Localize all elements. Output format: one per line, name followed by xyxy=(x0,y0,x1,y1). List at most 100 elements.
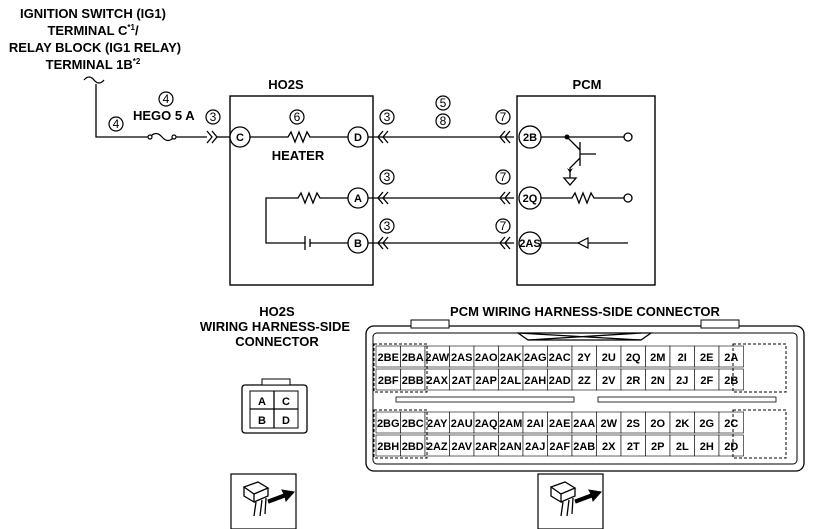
pcm-heater-node xyxy=(623,132,633,142)
pcm-terminal-2as: 2AS xyxy=(518,231,542,255)
pcm-pin-label: 2E xyxy=(700,352,713,364)
pcm-pin-label: 2AD xyxy=(549,375,571,387)
svg-text:8: 8 xyxy=(440,114,447,128)
pcm-pin-label: 2AM xyxy=(499,418,522,430)
pcm-pin-label: 2W xyxy=(601,418,618,430)
ho2s-connector-title-3: CONNECTOR xyxy=(235,334,319,349)
pcm-pin-label: 2V xyxy=(602,375,616,387)
pcm-input-resistor-icon xyxy=(541,191,624,205)
connector-view-icon xyxy=(230,473,297,529)
svg-text:3: 3 xyxy=(384,219,391,233)
pcm-pin-label: 2R xyxy=(626,375,640,387)
pcm-cell-box xyxy=(718,411,744,434)
ho2s-terminal-c: C xyxy=(229,126,251,148)
pcm-pin-label: 2AV xyxy=(451,441,472,453)
sensor-resistor-icon xyxy=(265,191,348,244)
ho2s-connector: HO2S WIRING HARNESS-SIDE CONNECTOR A C B… xyxy=(200,304,351,434)
svg-text:7: 7 xyxy=(500,219,507,233)
pcm-box xyxy=(516,95,656,286)
pcm-pin-label: 2Y xyxy=(578,352,592,364)
pcm-pin-label: 2BF xyxy=(378,375,399,387)
connector-chevron-c xyxy=(206,130,218,144)
ho2s-connector-title-1: HO2S xyxy=(259,304,295,319)
pcm-title: PCM xyxy=(573,77,602,92)
ho2s-terminal-a: A xyxy=(347,187,369,209)
connector-chevron-a xyxy=(377,191,389,205)
pcm-pin-label: 2AG xyxy=(524,352,547,364)
heater-label: HEATER xyxy=(272,148,325,163)
pcm-pin-label: 2AB xyxy=(573,441,595,453)
pcm-pin-label: 2S xyxy=(627,418,640,430)
pcm-pin-label: 2L xyxy=(676,441,689,453)
svg-text:4: 4 xyxy=(163,92,170,106)
pcm-cell-box xyxy=(718,368,744,391)
pcm-pin-label: 2Z xyxy=(578,375,591,387)
pcm-pin-label: 2AE xyxy=(549,418,570,430)
pcm-connector-title: PCM WIRING HARNESS-SIDE CONNECTOR xyxy=(450,304,720,319)
pcm-pin-label: 2AR xyxy=(475,441,497,453)
pcm-pin-label: 2K xyxy=(675,418,689,430)
pcm-pin-label: 2G xyxy=(699,418,714,430)
pcm-corner-group xyxy=(373,409,428,459)
pcm-corner-group xyxy=(373,343,428,393)
connector-chevron-b xyxy=(377,236,389,250)
pcm-pin-label: 2I xyxy=(678,352,687,364)
ho2s-title: HO2S xyxy=(268,77,304,92)
svg-text:7: 7 xyxy=(500,110,507,124)
pcm-terminal-2b: 2B xyxy=(518,125,542,149)
pcm-pin-label: 2T xyxy=(627,441,640,453)
svg-text:2Q: 2Q xyxy=(523,193,538,205)
pcm-pin-label: 2BG xyxy=(377,418,400,430)
pcm-pin-label: 2AY xyxy=(427,418,448,430)
pcm-pin-label: 2BD xyxy=(402,441,424,453)
pcm-pin-label: 2U xyxy=(602,352,616,364)
pcm-pin-label: 2P xyxy=(651,441,664,453)
power-source-label: IGNITION SWITCH (IG1) TERMINAL C*1/ RELA… xyxy=(9,6,181,72)
pcm-pin-label: 2AJ xyxy=(525,441,545,453)
svg-text:2B: 2B xyxy=(523,132,537,144)
pcm-pin-label: 2AT xyxy=(452,375,472,387)
pcm-pin-label: 2A xyxy=(724,352,738,364)
pcm-pin-label: 2AI xyxy=(527,418,544,430)
svg-text:3: 3 xyxy=(384,170,391,184)
pcm-pin-label: 2AO xyxy=(475,352,498,364)
pcm-cell-box xyxy=(718,345,744,368)
circled-number-5: 5 xyxy=(435,95,451,111)
svg-text:5: 5 xyxy=(440,96,447,110)
circled-number-7-2as: 7 xyxy=(495,218,511,234)
svg-text:6: 6 xyxy=(294,110,301,124)
svg-text:C: C xyxy=(236,132,244,144)
wire-break-symbol xyxy=(83,76,105,84)
pcm-pin-label: 2B xyxy=(724,375,738,387)
circled-number-3-b: 3 xyxy=(379,218,395,234)
pcm-pin-label: 2AC xyxy=(549,352,571,364)
pcm-pin-label: 2AS xyxy=(451,352,472,364)
ho2s-terminal-b: B xyxy=(347,232,369,254)
pcm-pin-label: 2H xyxy=(700,441,714,453)
ho2s-pin-d: D xyxy=(282,415,290,427)
svg-text:2AS: 2AS xyxy=(519,238,540,250)
ho2s-terminal-d: D xyxy=(347,126,369,148)
pcm-pin-label: 2AP xyxy=(476,375,497,387)
pcm-pin-label: 2BC xyxy=(402,418,424,430)
pcm-pin-label: 2BB xyxy=(402,375,424,387)
transistor-icon xyxy=(566,136,596,178)
svg-text:B: B xyxy=(354,238,362,250)
pcm-pin-label: 2AZ xyxy=(427,441,448,453)
circled-number-7-2b: 7 xyxy=(495,109,511,125)
svg-text:D: D xyxy=(354,132,362,144)
ho2s-connector-title-2: WIRING HARNESS-SIDE xyxy=(200,319,351,334)
ho2s-pin-c: C xyxy=(282,396,290,408)
pcm-pin-label: 2BE xyxy=(378,352,399,364)
pcm-pin-label: 2D xyxy=(724,441,738,453)
pcm-terminal-2q: 2Q xyxy=(518,186,542,210)
pcm-pin-label: 2AH xyxy=(524,375,546,387)
pcm-pin-label: 2X xyxy=(602,441,616,453)
connector-view-icon xyxy=(537,473,604,529)
pcm-pin-label: 2C xyxy=(724,418,738,430)
source-line-1: IGNITION SWITCH (IG1) xyxy=(20,6,166,21)
pcm-pin-label: 2AN xyxy=(500,441,522,453)
fuse-label: HEGO 5 A xyxy=(133,108,195,123)
